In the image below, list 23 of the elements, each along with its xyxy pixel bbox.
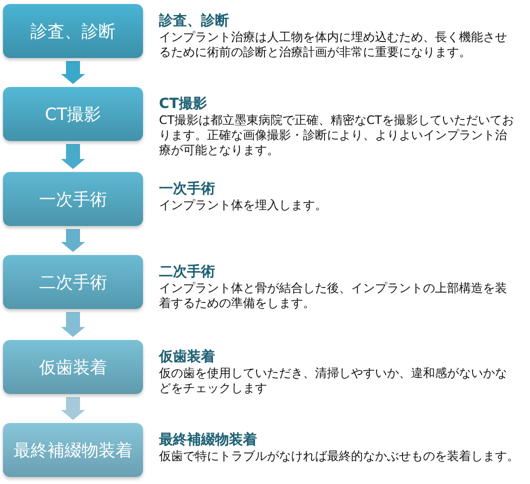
step-description: 仮歯で特にトラブルがなければ最終的なかぶせものを装着します。 — [159, 449, 520, 464]
arrow — [61, 61, 85, 84]
process-box: 診査、診断 — [3, 4, 143, 58]
process-box: 二次手術 — [3, 255, 143, 309]
step-heading: 仮歯装着 — [159, 349, 215, 365]
arrow — [61, 144, 85, 169]
step-description: 仮の歯を使用していただき、清掃しやすいか、違和感がないかなどをチェックします — [159, 366, 508, 396]
step-heading: 最終補綴物装着 — [159, 432, 257, 448]
step-heading: 二次手術 — [159, 264, 215, 280]
step-description: インプラント治療は人工物を体内に埋め込むため、長く機能させるために術前の診断と治療計画が非常に重要になります。 — [159, 30, 508, 60]
step-description: インプラント体を埋入します。 — [159, 198, 328, 213]
process-box: CT撮影 — [3, 87, 143, 141]
step-description: CT撮影は都立墨東病院で正確、精密なCTを撮影していただいております。正確な画像撮影・診断により、よりよいインプラント治療が可能となります。 — [159, 113, 515, 158]
process-box: 仮歯装着 — [3, 340, 143, 394]
arrow — [61, 312, 85, 337]
step-description: インプラント体と骨が結合した後、インプラントの上部構造を装着するための準備をします。 — [159, 281, 508, 311]
step-heading: 一次手術 — [159, 181, 215, 197]
step-heading: CT撮影 — [159, 96, 207, 112]
step-heading: 診査、診断 — [159, 13, 229, 29]
process-box: 一次手術 — [3, 172, 143, 226]
arrow — [61, 229, 85, 252]
arrow — [61, 397, 85, 420]
process-box: 最終補綴物装着 — [3, 423, 143, 477]
